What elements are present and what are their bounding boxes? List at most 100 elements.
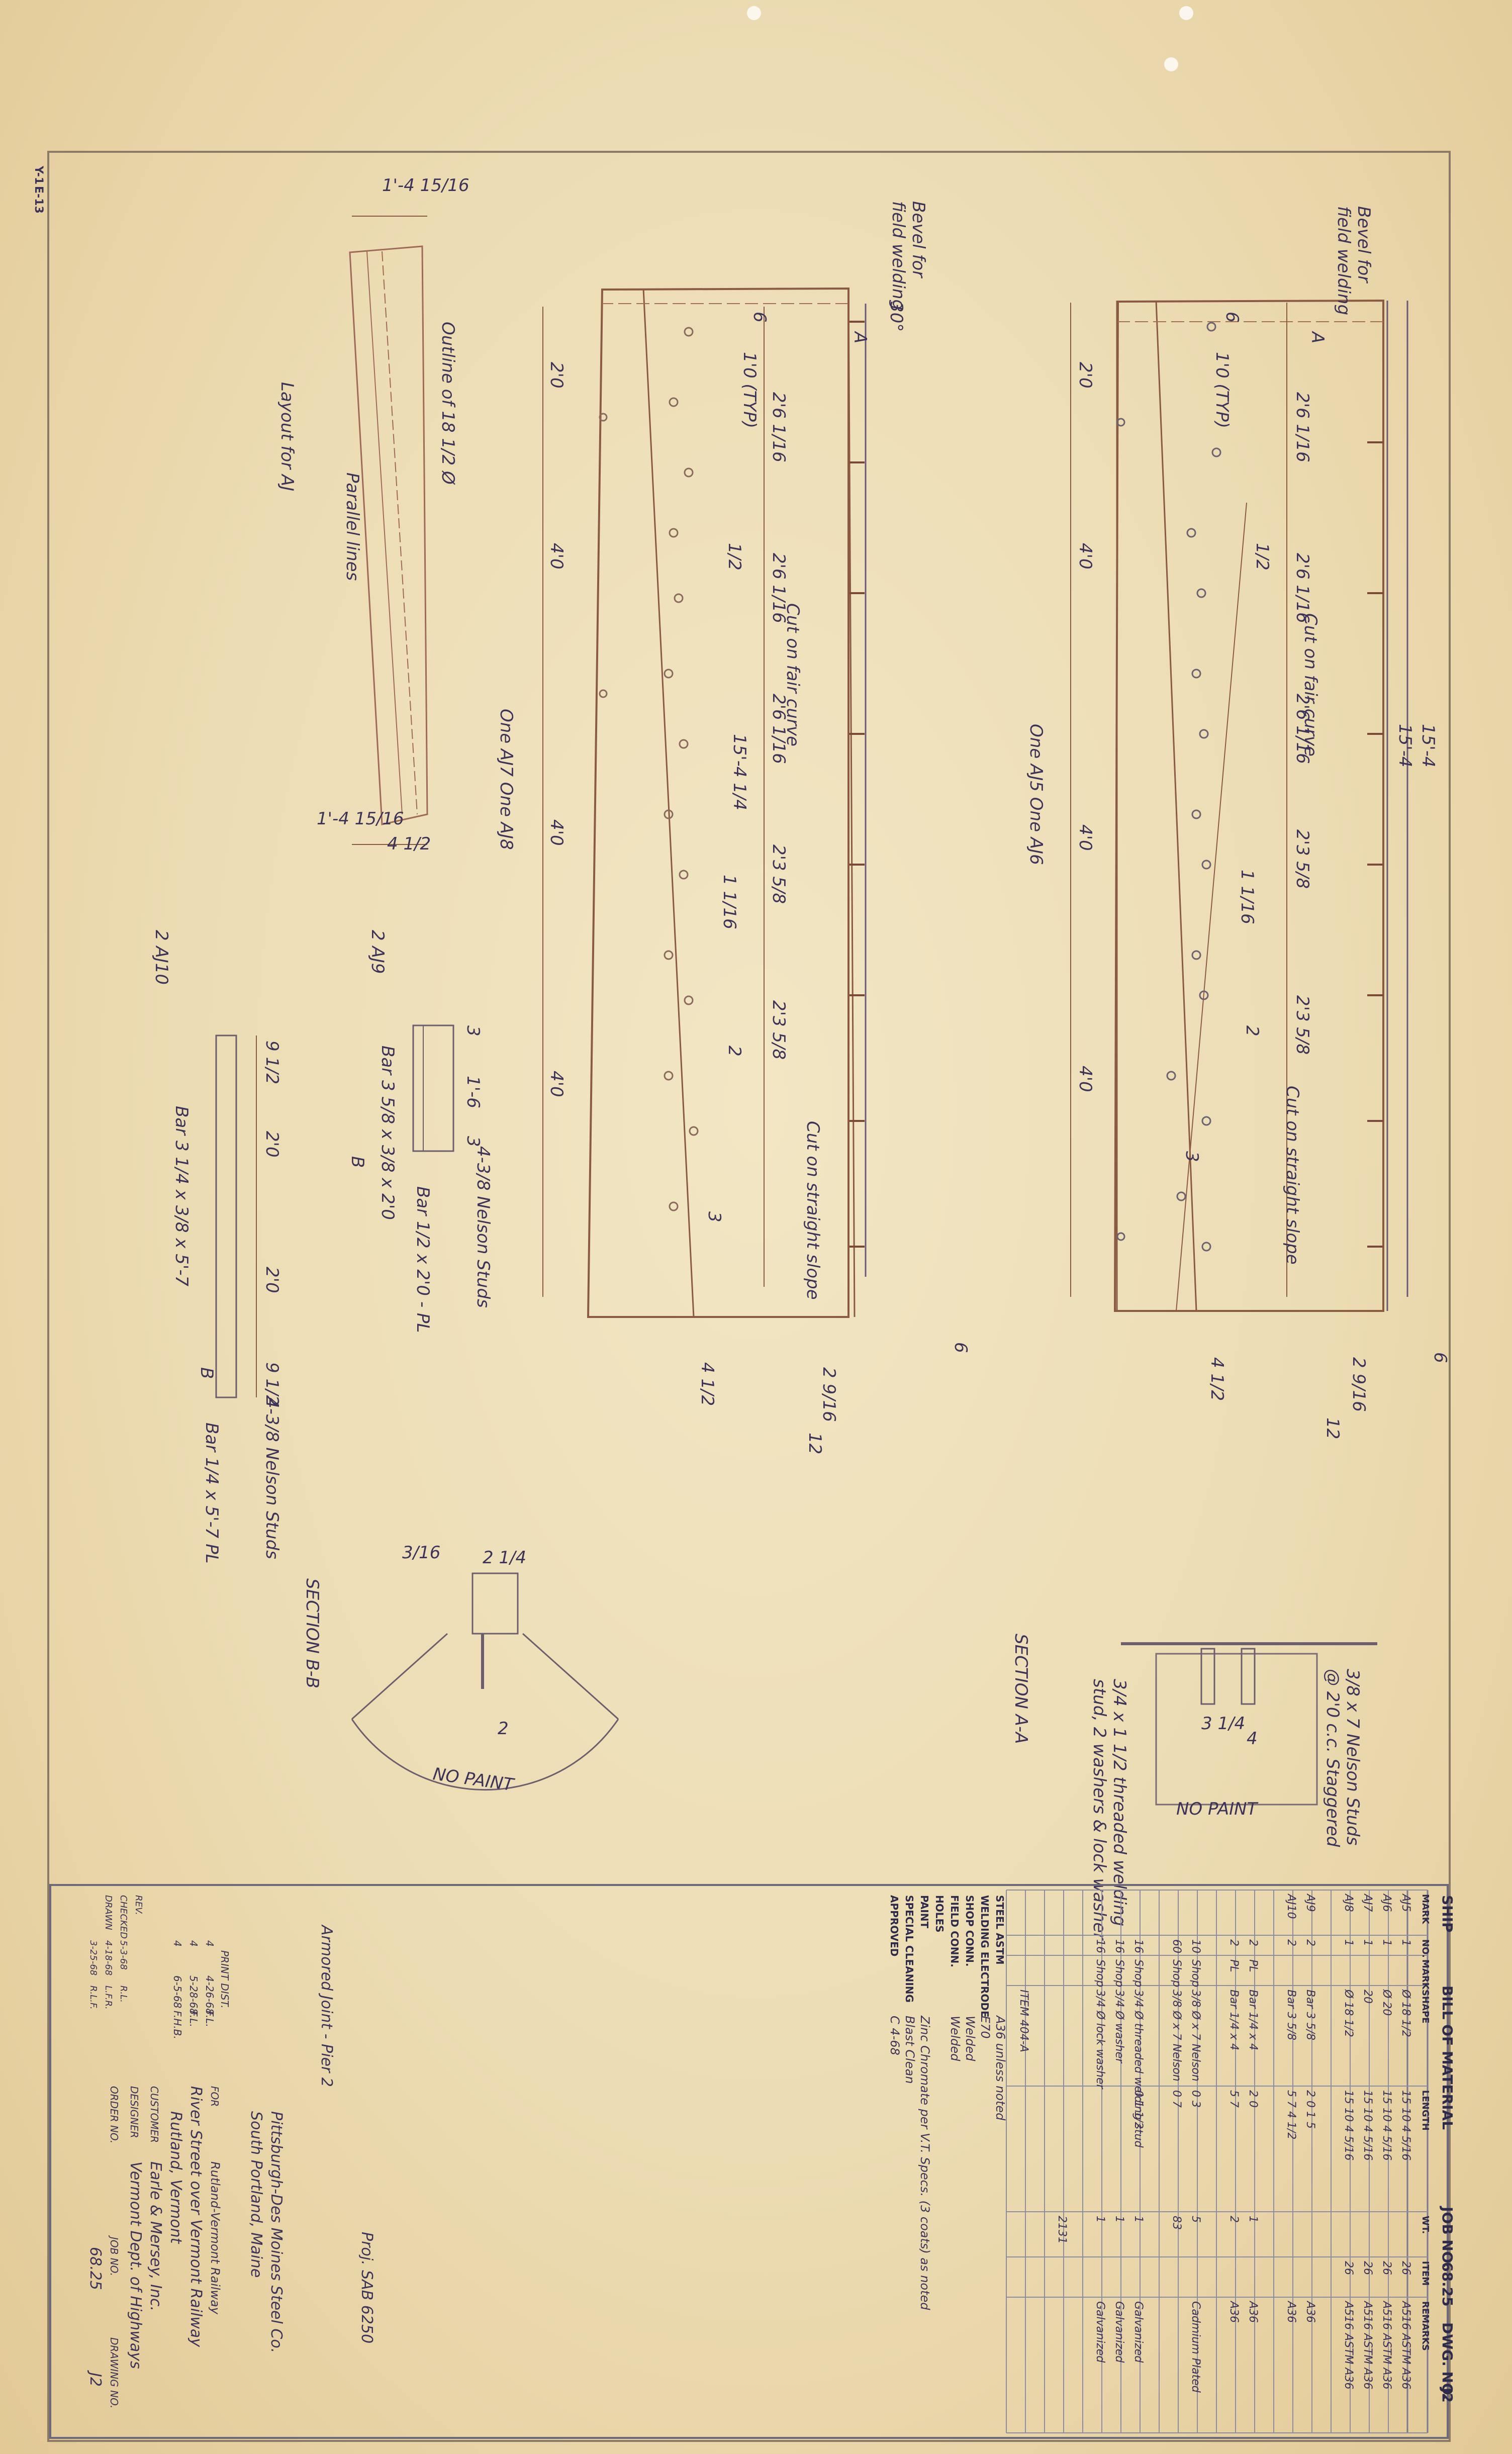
bom-note-value: Welded	[963, 2016, 977, 2061]
bom-cell: 1	[1399, 1939, 1412, 1946]
bom-customer: Earle & Mersey, Inc.	[147, 2161, 164, 2311]
aj10-studs: 4-3/8 Nelson Studs	[262, 1397, 282, 1559]
bom-cell: Shop	[1113, 1959, 1125, 1987]
bom-cell: 10	[1189, 1939, 1202, 1953]
pitch-dim-6: 2'3 5/8	[769, 844, 789, 904]
aa-dim-2: 4	[1247, 1729, 1258, 1749]
bom-cell: Bar 1/4 x 4	[1227, 1990, 1240, 2050]
bom-cell: AJ7	[1361, 1893, 1374, 1912]
bom-cell: 26	[1399, 2261, 1412, 2275]
slope-line	[642, 288, 695, 1317]
bom-cell: 60	[1170, 1939, 1183, 1953]
overall-dim-2: 15'-4	[1395, 724, 1415, 768]
aj10-bar	[215, 1034, 237, 1398]
bom-rev-cell: 5-3-68	[118, 1940, 129, 1970]
bom-grid	[1006, 1890, 1429, 2433]
bom-cell: Galvanized	[1113, 2301, 1125, 2363]
bom-cell: Shop	[1094, 1959, 1106, 1987]
detail-aj9: 2 AJ9 Bar 3 5/8 x 3/8 x 2'0 4-3/8 Nelson…	[347, 930, 493, 1333]
taper-dim-3: 2	[1242, 1025, 1262, 1036]
taper-dim-4: 3	[1182, 1151, 1202, 1162]
bom-cell: 3/4 Ø lock washer	[1094, 1990, 1106, 2090]
bb-dim-1: 2 1/4	[483, 1548, 526, 1568]
bom-cell: 0 3	[1189, 2090, 1202, 2108]
aa-title: SECTION A-A	[1011, 1634, 1031, 1744]
layout-outline	[349, 245, 428, 825]
bom-cell: Galvanized	[1094, 2301, 1106, 2363]
bom-designer: Vermont Dept. of Highways	[127, 2161, 144, 2369]
web-line	[847, 288, 856, 1317]
bom-frame	[49, 1884, 1449, 2439]
aa-bolt-note-2: stud, 2 washers & lock washer	[1089, 1679, 1109, 1941]
bb-bar	[471, 1572, 519, 1635]
bom-print-dist-cell: 5-28-68	[187, 1975, 200, 2015]
bom-column-header: LENGTH	[1420, 2090, 1431, 2131]
bom-cell: 2	[1304, 1939, 1316, 1946]
taper-dim-line	[1176, 502, 1247, 1311]
bom-cell: Ø 18 1/2	[1399, 1989, 1412, 2037]
bb-title: SECTION B-B	[302, 1578, 322, 1688]
bom-dwg-no: J2	[1439, 2387, 1456, 2403]
section-mark-a-top: A	[850, 331, 870, 343]
plate-outline	[1113, 299, 1384, 1312]
bom-column-header: REMARKS	[1420, 2301, 1431, 2351]
bom-cell: Cadmium Plated	[1189, 2301, 1202, 2393]
bom-cell: 1	[1247, 2216, 1259, 2223]
bevel-note-2: field welding	[888, 201, 908, 310]
bom-cell: Bar 3 5/8	[1304, 1990, 1316, 2040]
bom-note-label: PAINT	[918, 1895, 930, 1928]
parallel-note: Parallel lines	[342, 473, 362, 581]
pitch-dim-3: 2'6 1/16	[769, 392, 789, 462]
aa-studs-note-1: 3/8 x 7 Nelson Studs	[1343, 1669, 1363, 1845]
bom-cell: 2	[1247, 1939, 1259, 1946]
layout-bottom-dim-label: 1'-4 15/16	[317, 809, 404, 829]
aj9-mark: 2 AJ9	[367, 930, 388, 974]
bom-note-value: Blast Clean	[903, 2016, 917, 2084]
bom-cell: Ø 20	[1380, 1989, 1393, 2016]
aa-bolt-note-1: 3/4 x 1 1/2 threaded welding	[1109, 1679, 1129, 1926]
bottom-dim-4: 4'0	[1075, 1066, 1095, 1092]
bom-rev-cell: DRAWN	[103, 1895, 114, 1930]
bottom-dim-3: 4'0	[546, 819, 566, 846]
bom-drawing-label: DRAWING NO.	[108, 2337, 120, 2408]
bom-location: South Portland, Maine	[247, 2111, 265, 2278]
aa-no-paint: NO PAINT	[1176, 1799, 1259, 1819]
bom-customer-label: CUSTOMER	[148, 2086, 160, 2143]
bom-cell: 3/4 Ø washer	[1113, 1990, 1125, 2064]
bom-cell: 5 7	[1227, 2090, 1240, 2108]
bom-fabricator: Pittsburgh-Des Moines Steel Co.	[267, 2111, 285, 2353]
bom-job-no-2: 68.25	[86, 2247, 104, 2290]
bom-cell: 0 1 1/2	[1132, 2090, 1145, 2129]
aj10-mark: 2 AJ10	[151, 930, 171, 985]
bom-note-label: SHOP CONN.	[964, 1895, 976, 1967]
aj9-section-mark: B	[347, 1156, 367, 1168]
bb-dim-2: 3/16	[402, 1543, 440, 1563]
bom-proj: Proj. SAB 6250	[358, 2232, 375, 2343]
pitch-dim-2: 1'0 (TYP)	[739, 352, 760, 428]
end-dim-3: 2 9/16	[819, 1367, 839, 1422]
bom-rev-cell: R.L.	[118, 1986, 129, 2003]
bom-cell: 26	[1380, 2261, 1393, 2275]
bom-column-header: NO.	[1420, 1939, 1431, 1958]
bom-cell: 15 10 4 5/16	[1361, 2090, 1374, 2160]
bottom-dim-2: 4'0	[1075, 543, 1095, 570]
aj10-bar2: Bar 1/4 x 5'-7 PL	[202, 1423, 222, 1564]
side-mark-2: E-13	[32, 186, 45, 214]
bom-cell: 1	[1132, 2216, 1145, 2223]
bom-cell: 1	[1113, 2216, 1125, 2223]
bom-column-header: SHAPE	[1420, 1990, 1431, 2023]
side-mark-1: Y-1	[32, 165, 45, 184]
end-dim-2: 6	[951, 1342, 971, 1353]
bom-print-dist-cell: 4	[187, 1940, 200, 1947]
bom-cell: 3/8 Ø x 7 Nelson	[1189, 1990, 1202, 2082]
bom-note-label: HOLES	[933, 1895, 946, 1933]
aj9-bar2: Bar 1/2 x 2'0 - PL	[413, 1186, 433, 1333]
sheet-border	[47, 151, 1451, 2442]
bom-cell: 16	[1094, 1939, 1106, 1953]
bom-order-label: ORDER NO.	[108, 2086, 120, 2143]
end-dim-4: 12	[1322, 1418, 1343, 1439]
bom-cell: 2	[1227, 2216, 1240, 2223]
pitch-dim-2: 1'0 (TYP)	[1212, 352, 1232, 428]
aa-dim-1: 3 1/4	[1201, 1714, 1245, 1734]
bom-drawing-no: J2	[86, 2370, 104, 2387]
